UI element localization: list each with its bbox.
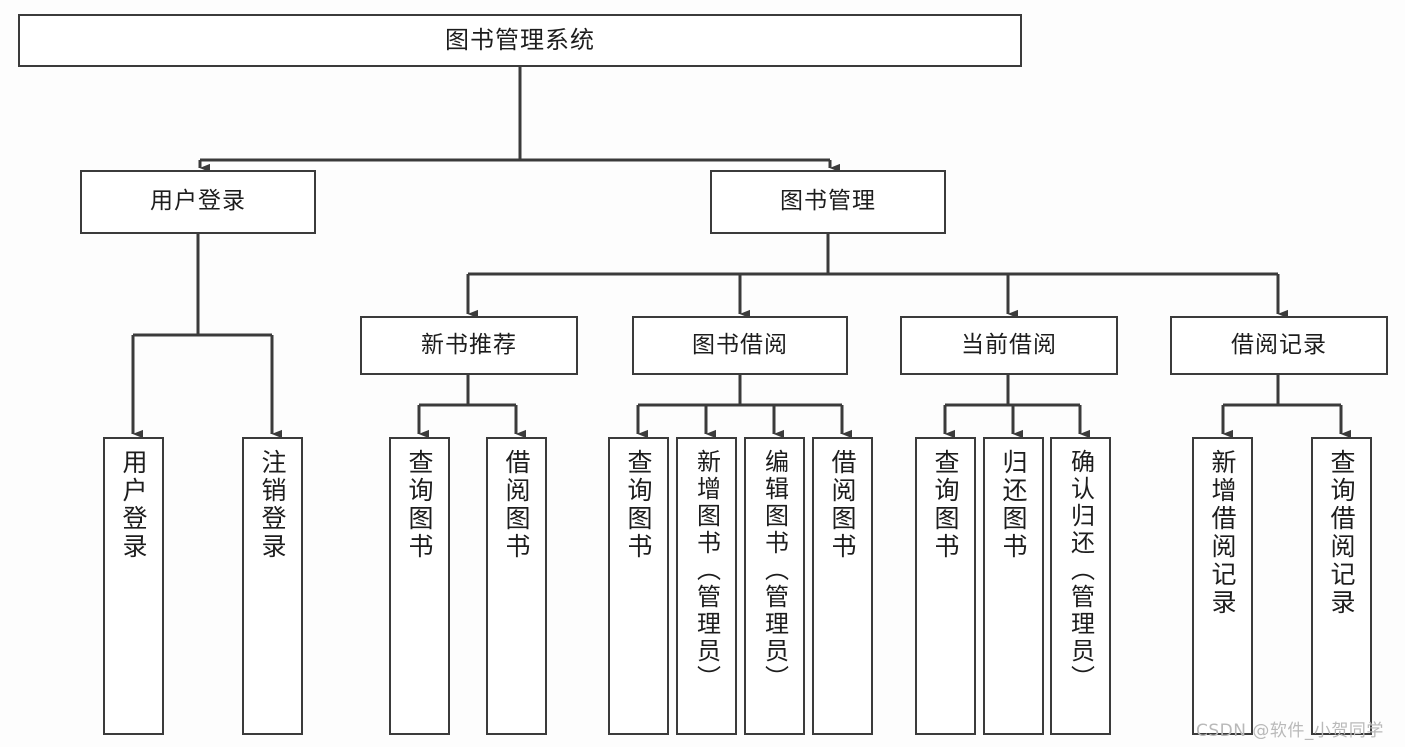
leaf-borrow-query-book[interactable]: 查询图书 xyxy=(608,437,669,735)
node-current-borrow[interactable]: 当前借阅 xyxy=(900,316,1118,375)
node-book-borrow[interactable]: 图书借阅 xyxy=(632,316,848,375)
leaf-user-login-logout[interactable]: 注销登录 xyxy=(242,437,303,735)
node-label: 借阅记录 xyxy=(1231,331,1327,358)
node-book-management[interactable]: 图书管理 xyxy=(710,170,946,234)
node-label: 图书借阅 xyxy=(692,331,788,358)
node-user-login[interactable]: 用户登录 xyxy=(80,170,316,234)
node-label: 用户登录 xyxy=(150,188,246,215)
leaf-current-confirm-return-admin[interactable]: 确认归还（管理员） xyxy=(1050,437,1111,735)
node-label: 归还图书 xyxy=(999,449,1028,561)
leaf-user-login-login[interactable]: 用户登录 xyxy=(103,437,164,735)
leaf-recommend-borrow-book[interactable]: 借阅图书 xyxy=(486,437,547,735)
leaf-record-add-record[interactable]: 新增借阅记录 xyxy=(1192,437,1253,735)
node-label: 图书管理 xyxy=(780,188,876,215)
node-label: 查询图书 xyxy=(405,449,434,561)
node-label: 确认归还（管理员） xyxy=(1066,449,1095,692)
node-label: 编辑图书（管理员） xyxy=(760,449,789,692)
node-label: 新增借阅记录 xyxy=(1208,449,1237,617)
leaf-current-query-book[interactable]: 查询图书 xyxy=(915,437,976,735)
leaf-borrow-borrow-book[interactable]: 借阅图书 xyxy=(812,437,873,735)
node-new-book-recommend[interactable]: 新书推荐 xyxy=(360,316,578,375)
node-label: 当前借阅 xyxy=(961,331,1057,358)
node-label: 新书推荐 xyxy=(421,331,517,358)
node-label: 注销登录 xyxy=(258,449,287,561)
node-label: 借阅图书 xyxy=(828,449,857,561)
node-label: 借阅图书 xyxy=(502,449,531,561)
node-root-system[interactable]: 图书管理系统 xyxy=(18,14,1022,67)
leaf-borrow-add-book-admin[interactable]: 新增图书（管理员） xyxy=(676,437,737,735)
node-label: 用户登录 xyxy=(119,449,148,561)
leaf-borrow-edit-book-admin[interactable]: 编辑图书（管理员） xyxy=(744,437,805,735)
node-label: 图书管理系统 xyxy=(445,26,595,55)
node-label: 查询借阅记录 xyxy=(1327,449,1356,617)
node-label: 查询图书 xyxy=(931,449,960,561)
leaf-record-query-record[interactable]: 查询借阅记录 xyxy=(1311,437,1372,735)
node-label: 查询图书 xyxy=(624,449,653,561)
csdn-watermark: CSDN @软件_小贺同学 xyxy=(1196,721,1384,741)
leaf-recommend-query-book[interactable]: 查询图书 xyxy=(389,437,450,735)
node-borrow-record[interactable]: 借阅记录 xyxy=(1170,316,1388,375)
node-label: 新增图书（管理员） xyxy=(692,449,721,692)
leaf-current-return-book[interactable]: 归还图书 xyxy=(983,437,1044,735)
